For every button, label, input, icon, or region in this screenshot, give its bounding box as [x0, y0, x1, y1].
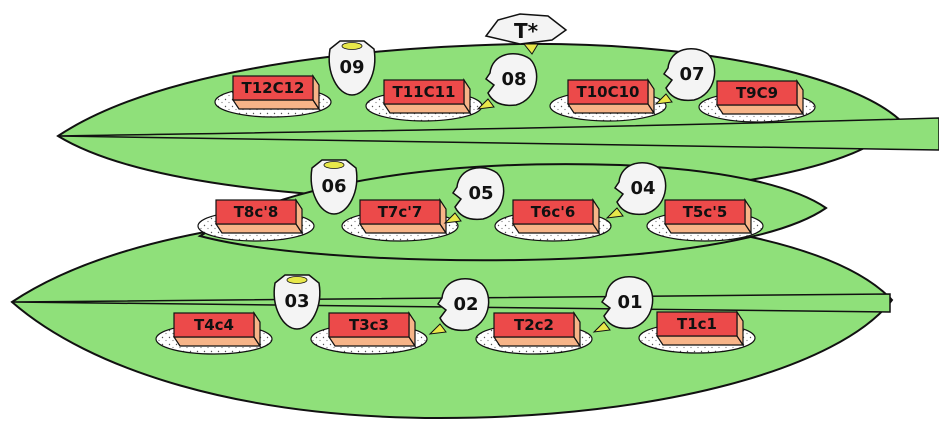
- egg-05: 05: [443, 167, 505, 224]
- egg-label: 04: [630, 178, 655, 199]
- block-label: T1c1: [677, 315, 717, 333]
- block-label: T11C11: [393, 83, 456, 101]
- egg-yolk: [341, 42, 363, 50]
- eggs-layer: 09 08 07 06 05 04 03 02 01: [273, 40, 716, 335]
- block-side: [382, 103, 472, 114]
- block-top: [215, 199, 297, 225]
- block-3: T10C10: [549, 78, 667, 122]
- block-label: T12C12: [242, 79, 305, 97]
- block-top: [567, 79, 649, 105]
- block-6: T7c'7: [341, 198, 459, 242]
- egg-06: 06: [310, 159, 358, 215]
- block-label: T8c'8: [234, 203, 279, 221]
- egg-02: 02: [428, 278, 490, 335]
- egg-label: 01: [617, 292, 642, 313]
- egg-label: 06: [321, 176, 346, 197]
- block-side: [492, 336, 582, 347]
- leaf-top-midrib: [57, 117, 939, 151]
- egg-shell: [451, 167, 505, 221]
- egg-shell: [600, 276, 654, 330]
- egg-label: 08: [501, 69, 526, 90]
- block-top: [664, 199, 746, 225]
- egg-shell: [662, 48, 716, 102]
- top-marker-yolk: [522, 43, 539, 55]
- block-8: T5c'5: [646, 198, 764, 242]
- top-marker-shell: [484, 13, 568, 45]
- egg-label: 03: [284, 291, 309, 312]
- egg-yolk: [654, 93, 673, 105]
- egg-yolk: [592, 321, 611, 333]
- egg-label: 02: [453, 294, 478, 315]
- block-top: [173, 312, 255, 338]
- block-4: T9C9: [698, 79, 816, 123]
- block-label: T10C10: [577, 83, 640, 101]
- egg-yolk: [476, 98, 495, 110]
- block-side: [566, 103, 656, 114]
- block-side: [231, 99, 321, 110]
- block-side: [214, 223, 304, 234]
- egg-09: 09: [328, 40, 376, 96]
- egg-07: 07: [654, 48, 716, 105]
- block-top: [716, 80, 798, 106]
- egg-yolk: [605, 207, 624, 219]
- egg-shell: [310, 159, 358, 215]
- block-top: [512, 199, 594, 225]
- block-side: [358, 223, 448, 234]
- block-side: [715, 104, 805, 115]
- block-top: [656, 311, 738, 337]
- block-top: [493, 312, 575, 338]
- egg-label: 05: [468, 183, 493, 204]
- block-label: T6c'6: [531, 203, 576, 221]
- block-label: T4c4: [194, 316, 234, 334]
- block-10: T3c3: [310, 311, 428, 355]
- block-label: T3c3: [349, 316, 389, 334]
- block-side: [511, 223, 601, 234]
- egg-shell: [328, 40, 376, 96]
- egg-08: 08: [476, 53, 538, 110]
- egg-shell: [436, 278, 490, 332]
- block-2: T11C11: [365, 78, 483, 122]
- block-7: T6c'6: [494, 198, 612, 242]
- block-top: [328, 312, 410, 338]
- block-12: T1c1: [638, 310, 756, 354]
- egg-yolk: [323, 161, 345, 169]
- egg-shell: [613, 162, 667, 216]
- block-side: [327, 336, 417, 347]
- block-side: [655, 335, 745, 346]
- block-5: T8c'8: [197, 198, 315, 242]
- egg-04: 04: [605, 162, 667, 219]
- egg-shell: [273, 274, 321, 330]
- top-marker: T*: [484, 13, 568, 55]
- block-label: T9C9: [736, 84, 778, 102]
- block-1: T12C12: [214, 74, 332, 118]
- block-top: [383, 79, 465, 105]
- block-side: [663, 223, 753, 234]
- block-label: T2c2: [514, 316, 554, 334]
- egg-01: 01: [592, 276, 654, 333]
- top-marker-label: T*: [514, 19, 539, 43]
- block-label: T5c'5: [683, 203, 728, 221]
- egg-yolk: [286, 276, 308, 284]
- egg-shell: [484, 53, 538, 107]
- block-11: T2c2: [475, 311, 593, 355]
- egg-label: 07: [679, 64, 704, 85]
- block-top: [359, 199, 441, 225]
- block-9: T4c4: [155, 311, 273, 355]
- block-top: [232, 75, 314, 101]
- egg-yolk: [428, 323, 447, 335]
- egg-label: 09: [339, 57, 364, 78]
- egg-03: 03: [273, 274, 321, 330]
- block-label: T7c'7: [378, 203, 423, 221]
- egg-yolk: [443, 212, 462, 224]
- block-side: [172, 336, 262, 347]
